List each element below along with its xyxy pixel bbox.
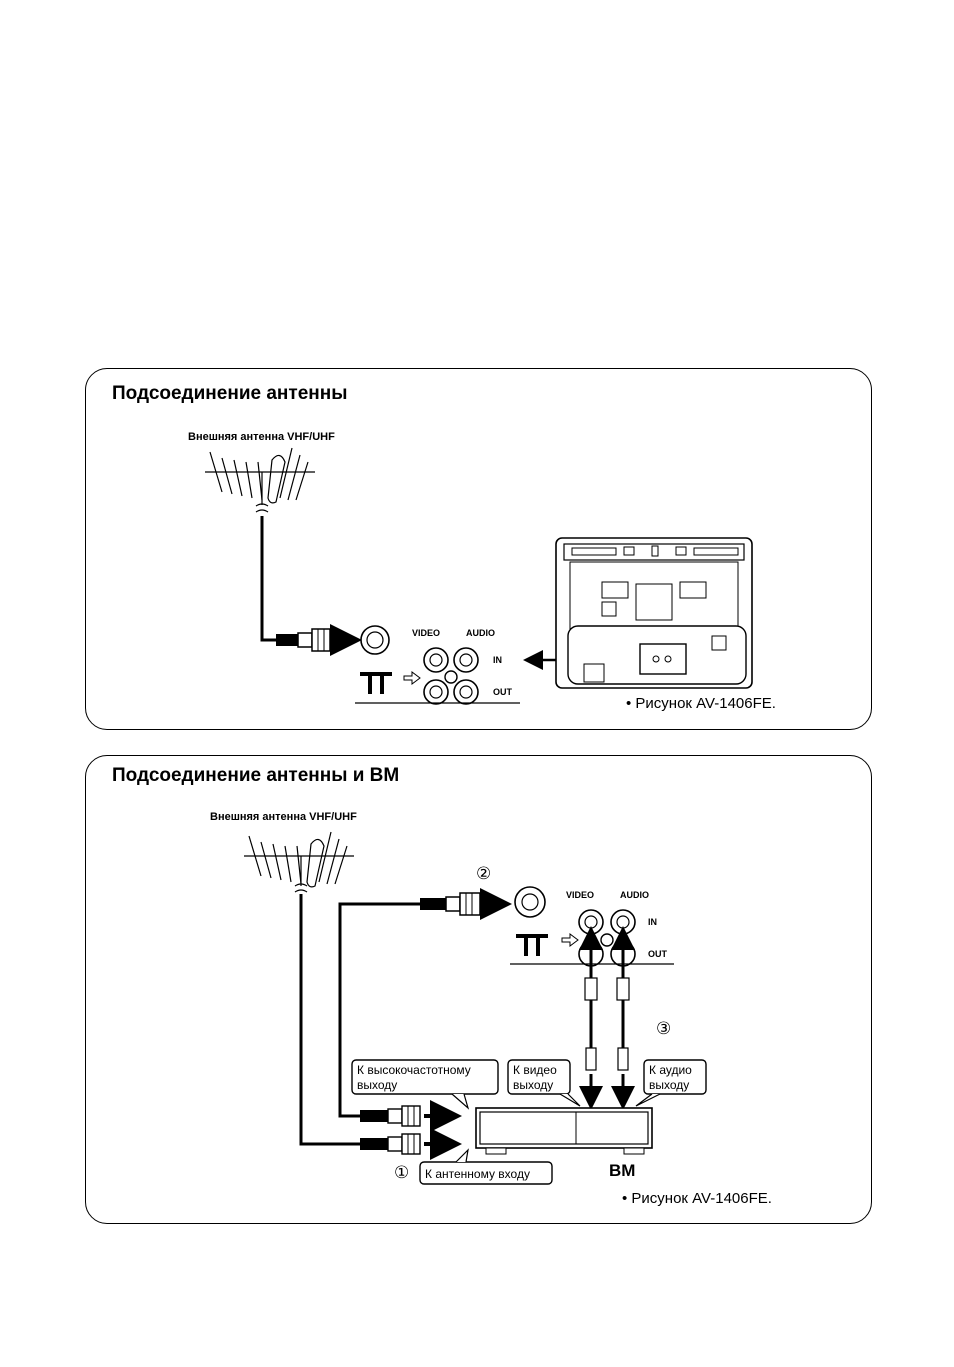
video-output-line1: К видео <box>513 1063 557 1077</box>
section2-antenna-socket-icon <box>515 887 545 917</box>
audio-output-callout: К аудио выходу <box>636 1060 706 1106</box>
section1-video-label: VIDEO <box>412 628 440 638</box>
section1-tv-logo-icon <box>360 672 392 694</box>
section1-coax-plug-icon <box>276 629 330 651</box>
step3-marker: ③ <box>656 1019 671 1038</box>
section1-antenna-socket-icon <box>361 626 389 654</box>
section2-audio-label: AUDIO <box>620 890 649 900</box>
section2-video-label: VIDEO <box>566 890 594 900</box>
section2-antenna-icon <box>244 832 354 892</box>
section2-antenna-label: Внешняя антенна VHF/UHF <box>210 811 357 823</box>
rf-output-callout: К высокочастотному выходу <box>352 1060 498 1108</box>
section2-out-label: OUT <box>648 949 668 959</box>
section2-rf-plug-icon <box>420 893 480 915</box>
step1-marker: ① <box>394 1163 409 1182</box>
antenna-input-callout: К антенному входу <box>420 1150 552 1184</box>
section1-antenna-cable <box>262 516 276 640</box>
section1-audio-label: AUDIO <box>466 628 495 638</box>
section2-tv-logo-icon <box>516 934 548 956</box>
rf-output-line1: К высокочастотному <box>357 1063 471 1077</box>
section1-tv-rear-icon <box>556 538 752 688</box>
section2-antenna-in-plug-icon <box>360 1134 454 1154</box>
antenna-input-label: К антенному входу <box>425 1167 530 1181</box>
rf-output-line2: выходу <box>357 1078 397 1092</box>
section2-in-label: IN <box>648 917 657 927</box>
section1-in-label: IN <box>493 655 502 665</box>
vcr-label: ВМ <box>609 1161 635 1180</box>
section2-rf-out-plug-icon <box>360 1106 454 1126</box>
section1-antenna-label: Внешняя антенна VHF/UHF <box>188 431 335 443</box>
step2-marker: ② <box>476 864 491 883</box>
video-output-line2: выходу <box>513 1078 553 1092</box>
video-output-callout: К видео выходу <box>508 1060 580 1106</box>
audio-output-line2: выходу <box>649 1078 689 1092</box>
audio-output-line1: К аудио <box>649 1063 692 1077</box>
section1-out-label: OUT <box>493 687 513 697</box>
section1-antenna-icon <box>205 448 315 512</box>
vcr-icon <box>476 1108 652 1154</box>
section2-antenna-cable <box>301 894 360 1144</box>
